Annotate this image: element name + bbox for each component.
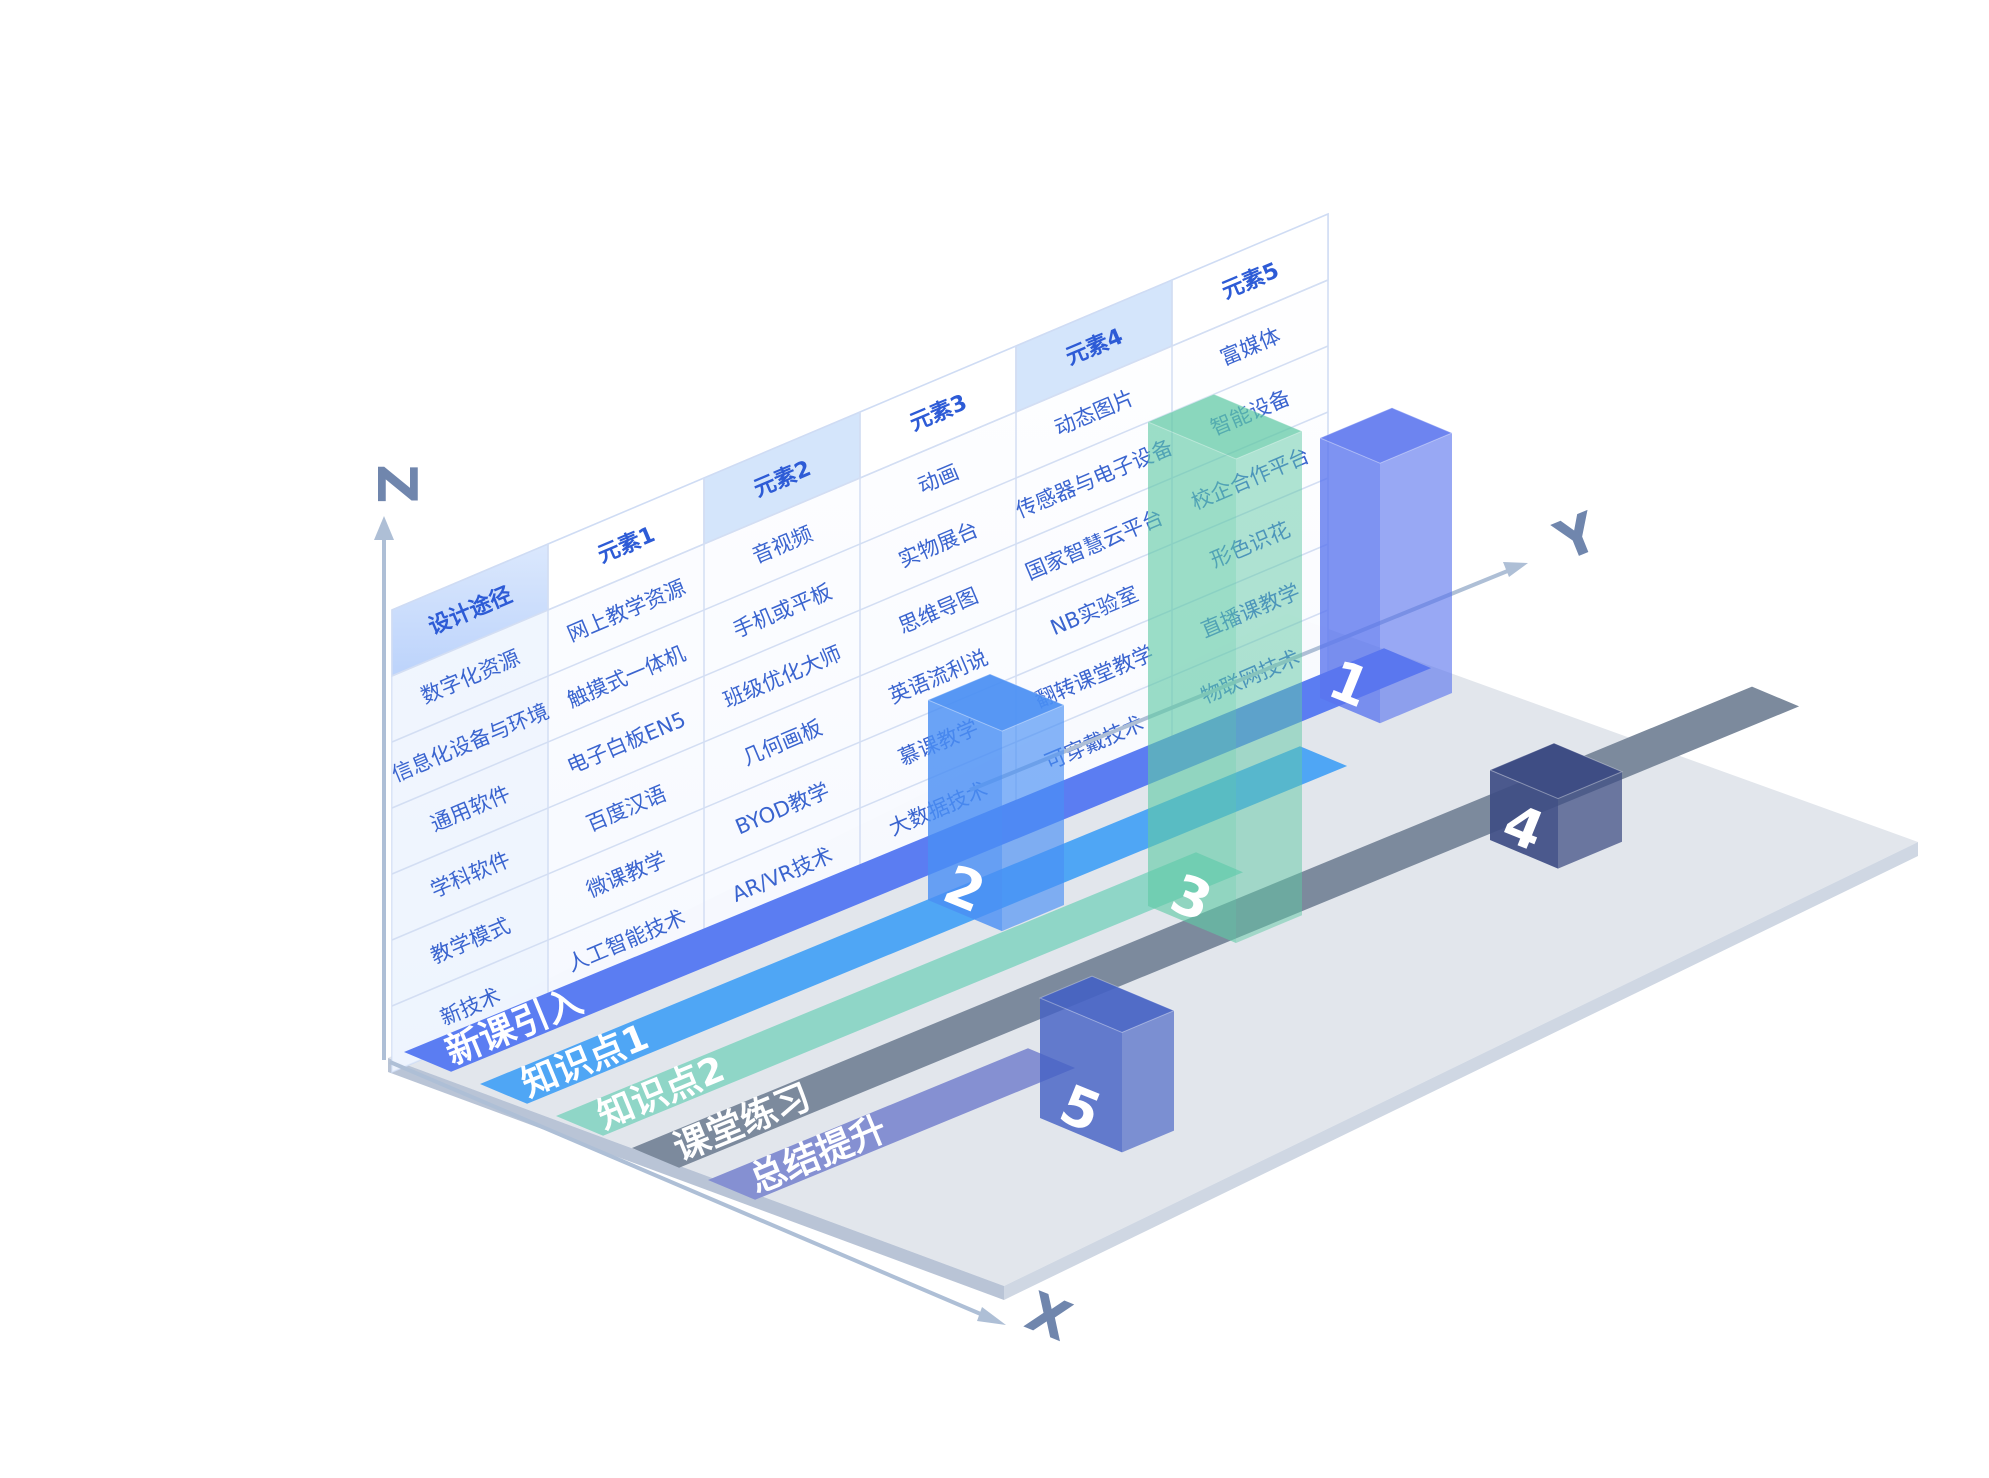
z-axis-label: Z bbox=[365, 464, 428, 503]
prism-top-face bbox=[1318, 407, 1454, 464]
prism-top-face bbox=[926, 673, 1066, 732]
prism-side-face bbox=[1236, 431, 1302, 943]
prism-top-face bbox=[1488, 742, 1624, 800]
marker-prism-3: 3 bbox=[1146, 393, 1304, 943]
x-axis-arrow bbox=[977, 1307, 1006, 1325]
prism-front-face bbox=[1148, 422, 1236, 943]
marker-prism-2: 2 bbox=[926, 673, 1066, 932]
marker-prism-5: 5 bbox=[1038, 975, 1176, 1153]
prism-side-face bbox=[1558, 771, 1622, 869]
prism-front-face bbox=[1490, 770, 1558, 869]
y-axis-label: Y bbox=[1546, 500, 1608, 574]
y-axis-arrow bbox=[1503, 562, 1528, 577]
prism-front-face bbox=[1040, 998, 1122, 1153]
x-axis-label: X bbox=[1017, 1280, 1079, 1354]
marker-prism-1: 1 bbox=[1318, 407, 1454, 724]
stage-stripe bbox=[480, 746, 1348, 1104]
marker-prism-4: 4 bbox=[1488, 742, 1624, 869]
prism-side-face bbox=[1002, 705, 1064, 932]
prism-side-face bbox=[1122, 1010, 1174, 1153]
prism-front-face bbox=[1320, 438, 1380, 724]
prism-side-face bbox=[1380, 433, 1452, 724]
prism-top-face bbox=[1146, 393, 1304, 460]
z-axis-arrow bbox=[374, 516, 394, 540]
stage-stripe bbox=[556, 852, 1244, 1136]
stage-stripe bbox=[708, 1048, 1076, 1200]
prism-front-face bbox=[928, 700, 1002, 932]
prism-top-face bbox=[1038, 975, 1176, 1033]
